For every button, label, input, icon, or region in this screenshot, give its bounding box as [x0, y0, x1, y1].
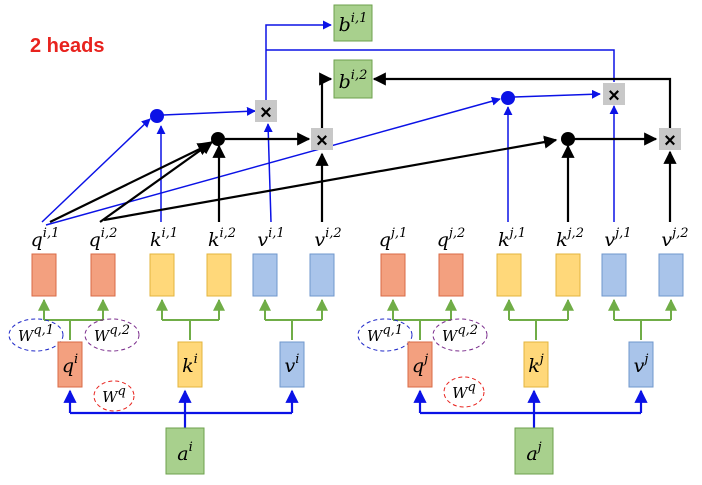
- input-arrows-i: [63, 389, 299, 428]
- multiply-icon: ×: [664, 130, 676, 152]
- vector-box-k-i1: [149, 253, 175, 297]
- split-arrows-j: [387, 298, 677, 340]
- weight-label-wq1-i: Wq,1: [18, 323, 54, 345]
- label-v-i1: vi,1: [257, 226, 284, 251]
- label-q-j2: qj,2: [437, 226, 466, 251]
- weight-ellipse-wq1-i: [8, 318, 64, 352]
- vector-box-k-i2: [206, 253, 232, 297]
- multiply-node-j2: ×: [659, 128, 681, 152]
- vector-box-v-i: [279, 341, 305, 388]
- multiply-icon: ×: [608, 85, 620, 107]
- output-label-b-i2: bi,2: [339, 68, 368, 93]
- vector-box-q-j: [407, 341, 433, 388]
- multiply-node-i1: ×: [255, 100, 277, 124]
- weight-label-wq-i: Wq: [102, 384, 126, 406]
- label-k-i2: ki,2: [208, 226, 236, 251]
- vector-box-q-j2: [438, 253, 464, 297]
- vector-box-v-j1: [601, 253, 627, 297]
- weight-label-wq2-i: Wq,2: [94, 323, 130, 345]
- label-v-j1: vj,1: [604, 226, 631, 251]
- vector-box-v-i2: [309, 253, 335, 297]
- label-q-j: qj: [412, 352, 428, 377]
- vector-box-q-i1: [31, 253, 57, 297]
- label-q-i1: qi,1: [31, 226, 60, 251]
- label-k-j: kj: [528, 352, 544, 377]
- black-head2-connections: [49, 72, 677, 223]
- vector-box-q-j1: [380, 253, 406, 297]
- multiply-icon: ×: [260, 102, 272, 124]
- vector-box-v-i1: [252, 253, 278, 297]
- multiply-node-j1: ×: [603, 83, 625, 107]
- vector-box-v-j2: [658, 253, 684, 297]
- dot-product-node-j2: [561, 132, 575, 146]
- label-v-i: vi: [285, 352, 300, 377]
- weight-ellipse-wq-i: [93, 380, 135, 412]
- blue-head1-connections: [41, 20, 619, 226]
- output-box-b-i1: [333, 4, 373, 42]
- input-box-a-j: [514, 427, 554, 475]
- input-arrows-j: [413, 389, 648, 428]
- multiply-icon: ×: [316, 130, 328, 152]
- label-q-j1: qj,1: [379, 226, 408, 251]
- diagram-title: 2 heads: [30, 35, 104, 57]
- weight-ellipse-wq1-j: [357, 318, 413, 352]
- vector-box-k-j1: [496, 253, 522, 297]
- weight-label-wq-j: Wq: [452, 380, 476, 402]
- output-box-b-i2: [333, 59, 373, 99]
- dot-product-node-j1: [501, 91, 515, 105]
- vector-box-k-i: [177, 341, 203, 388]
- label-v-i2: vi,2: [314, 226, 341, 251]
- dot-product-node-i2: [211, 132, 225, 146]
- label-k-i1: ki,1: [150, 226, 178, 251]
- vector-box-k-j2: [555, 253, 581, 297]
- weight-ellipse-wq-j: [443, 376, 485, 408]
- label-q-i2: qi,2: [89, 226, 118, 251]
- label-a-i: ai: [177, 440, 193, 465]
- vector-box-q-i: [57, 341, 83, 388]
- weight-label-wq2-j: Wq,2: [442, 323, 478, 345]
- weight-label-wq1-j: Wq,1: [367, 323, 403, 345]
- label-k-j2: kj,2: [556, 226, 584, 251]
- vector-box-k-j: [523, 341, 549, 388]
- weight-ellipse-wq2-j: [432, 318, 488, 352]
- weight-ellipse-wq2-i: [84, 318, 140, 352]
- split-arrows-i: [38, 298, 328, 340]
- vector-box-v-j: [628, 341, 654, 388]
- input-box-a-i: [165, 427, 205, 475]
- vector-box-q-i2: [90, 253, 116, 297]
- label-v-j: vj: [634, 352, 649, 377]
- label-v-j2: vj,2: [661, 226, 688, 251]
- label-q-i: qi: [62, 352, 78, 377]
- multiply-node-i2: ×: [311, 128, 333, 152]
- label-a-j: aj: [526, 440, 541, 465]
- label-k-i: ki: [182, 352, 198, 377]
- label-k-j1: kj,1: [498, 226, 526, 251]
- output-label-b-i1: bi,1: [339, 11, 368, 36]
- dot-product-node-i1: [150, 109, 164, 123]
